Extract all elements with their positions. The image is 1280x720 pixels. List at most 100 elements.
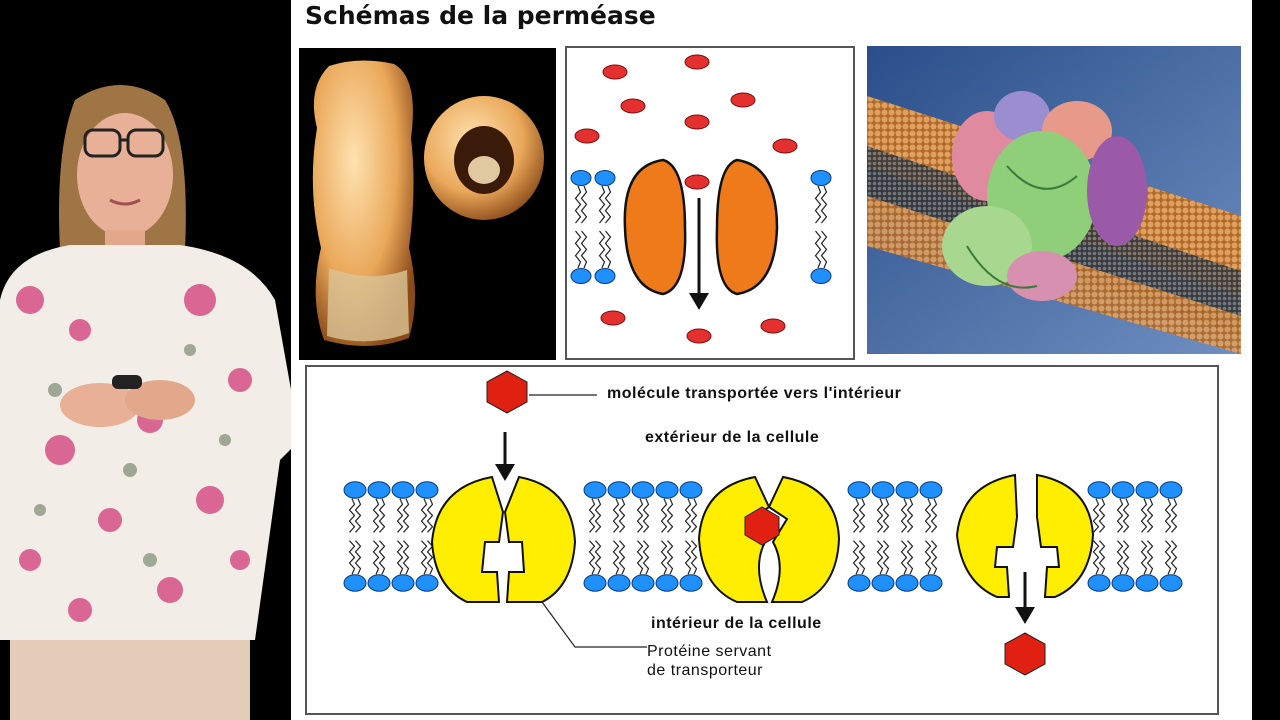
protein-pointer-line	[542, 602, 647, 647]
phospholipid-head	[595, 171, 615, 186]
phospholipid-head	[680, 482, 702, 499]
phospholipid-head	[1136, 575, 1158, 592]
fatty-acid-tail	[662, 499, 667, 533]
fatty-acid-tail	[356, 541, 361, 575]
phospholipid-head	[1088, 482, 1110, 499]
transporter-occluded	[699, 477, 839, 602]
phospholipid-head	[1112, 575, 1134, 592]
phospholipid-head	[1160, 575, 1182, 592]
fatty-acid-tail	[1148, 499, 1153, 533]
phospholipid-head	[872, 482, 894, 499]
fatty-acid-tail	[860, 541, 865, 575]
fatty-acid-tail	[596, 499, 601, 533]
fatty-acid-tail	[854, 499, 859, 533]
fatty-acid-tail	[428, 499, 433, 533]
fatty-acid-tail	[644, 499, 649, 533]
fatty-acid-tail	[686, 541, 691, 575]
phospholipid-head	[368, 575, 390, 592]
fatty-acid-tail	[614, 541, 619, 575]
particle	[575, 129, 599, 143]
slide: Schémas de la perméase	[291, 0, 1252, 720]
label-exterior: extérieur de la cellule	[645, 429, 819, 447]
fatty-acid-tail	[374, 499, 379, 533]
phospholipid-head	[608, 575, 630, 592]
fatty-acid-tail	[932, 541, 937, 575]
fatty-acid-tail	[662, 541, 667, 575]
channel-half	[717, 160, 777, 294]
fatty-acid-tail	[908, 499, 913, 533]
presenter-video	[0, 0, 300, 720]
fatty-acid-tail	[926, 499, 931, 533]
phospholipid-head	[1136, 482, 1158, 499]
fatty-acid-tail	[374, 541, 379, 575]
fatty-acid-tail	[404, 499, 409, 533]
fatty-acid-tail	[576, 186, 581, 223]
channel-half	[625, 160, 685, 294]
phospholipid-head	[848, 575, 870, 592]
fatty-acid-tail	[582, 231, 587, 268]
fatty-acid-tail	[1166, 499, 1171, 533]
fatty-acid-tail	[884, 541, 889, 575]
phospholipid-head	[872, 575, 894, 592]
molecule-inside	[1005, 633, 1045, 675]
fatty-acid-tail	[686, 499, 691, 533]
phospholipid-head	[811, 269, 831, 284]
channel-schematic	[565, 46, 855, 360]
fatty-acid-tail	[692, 499, 697, 533]
fatty-acid-tail	[350, 541, 355, 575]
fatty-acid-tail	[1100, 541, 1105, 575]
presenter-figure	[0, 0, 300, 720]
fatty-acid-tail	[380, 499, 385, 533]
phospholipid-head	[584, 575, 606, 592]
phospholipid-head	[896, 575, 918, 592]
particle	[761, 319, 785, 333]
phospholipid-head	[608, 482, 630, 499]
fatty-acid-tail	[422, 541, 427, 575]
fatty-acid-tail	[606, 186, 611, 223]
fatty-acid-tail	[1172, 541, 1177, 575]
phospholipid-head	[656, 482, 678, 499]
fatty-acid-tail	[822, 231, 827, 268]
fatty-acid-tail	[356, 499, 361, 533]
permease-micrograph	[299, 48, 556, 360]
fatty-acid-tail	[1148, 541, 1153, 575]
phospholipid-head	[811, 171, 831, 186]
fatty-acid-tail	[576, 231, 581, 268]
fatty-acid-tail	[422, 499, 427, 533]
label-molecule: molécule transportée vers l'intérieur	[607, 385, 901, 403]
fatty-acid-tail	[908, 541, 913, 575]
transporter-open-outside	[432, 477, 575, 602]
fatty-acid-tail	[606, 231, 611, 268]
phospholipid-head	[848, 482, 870, 499]
phospholipid-head	[1112, 482, 1134, 499]
fatty-acid-tail	[620, 499, 625, 533]
fatty-acid-tail	[600, 231, 605, 268]
particle	[601, 311, 625, 325]
fatty-acid-tail	[638, 499, 643, 533]
fatty-acid-tail	[644, 541, 649, 575]
particle	[687, 329, 711, 343]
fatty-acid-tail	[884, 499, 889, 533]
phospholipid-head	[571, 171, 591, 186]
phospholipid-head	[896, 482, 918, 499]
phospholipid-head	[632, 482, 654, 499]
arrow-head-1	[495, 464, 515, 481]
molecule-outside	[487, 371, 527, 413]
phospholipid-head	[416, 575, 438, 592]
particle	[621, 99, 645, 113]
phospholipid-head	[595, 269, 615, 284]
label-protein-line2: de transporteur	[647, 661, 763, 680]
fatty-acid-tail	[878, 499, 883, 533]
phospholipid-head	[920, 575, 942, 592]
particle	[685, 115, 709, 129]
phospholipid-head	[1088, 575, 1110, 592]
fatty-acid-tail	[902, 499, 907, 533]
phospholipid-head	[920, 482, 942, 499]
fatty-acid-tail	[1124, 541, 1129, 575]
phospholipid-head	[571, 269, 591, 284]
transporter-diagram: molécule transportée vers l'intérieur ex…	[305, 365, 1219, 715]
fatty-acid-tail	[350, 499, 355, 533]
fatty-acid-tail	[614, 499, 619, 533]
fatty-acid-tail	[404, 541, 409, 575]
phospholipid-head	[680, 575, 702, 592]
